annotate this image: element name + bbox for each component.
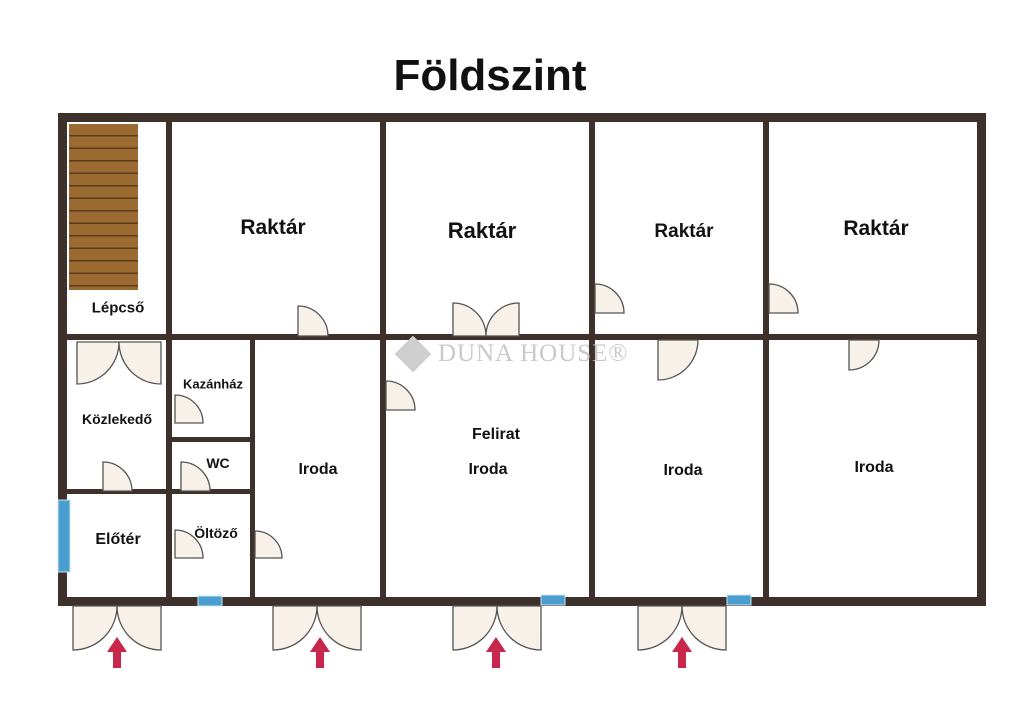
wall: [58, 489, 255, 494]
room-label-iroda-4: Iroda: [854, 459, 894, 476]
door-icon: [452, 605, 498, 651]
door-icon: [452, 302, 487, 337]
room-label-iroda-1: Iroda: [298, 461, 338, 478]
door-icon: [385, 380, 416, 411]
staircase: [69, 124, 138, 290]
door-icon: [118, 341, 162, 385]
entrance-arrow-icon: [107, 637, 127, 668]
door-icon: [174, 529, 204, 559]
window-icon: [540, 594, 566, 606]
watermark: DUNA HOUSE®: [394, 335, 629, 373]
door-icon: [116, 605, 162, 651]
room-label-raktar-4: Raktár: [843, 217, 909, 240]
room-label-felirat: Felirat: [471, 426, 521, 443]
room-label-raktar-1: Raktár: [240, 216, 306, 239]
door-icon: [76, 341, 120, 385]
door-icon: [180, 461, 211, 492]
wall: [58, 334, 986, 340]
room-label-eloter: Előtér: [95, 531, 141, 548]
page-title: Földszint: [393, 51, 587, 100]
door-icon: [848, 339, 880, 371]
room-label-iroda-2: Iroda: [468, 461, 508, 478]
entrance-arrow-icon: [672, 637, 692, 668]
room-label-kazanhaz: Kazánház: [183, 376, 243, 392]
room-label-raktar-2: Raktár: [447, 218, 517, 243]
door-icon: [174, 394, 204, 424]
room-label-iroda-3: Iroda: [663, 462, 703, 479]
door-icon: [485, 302, 520, 337]
wall: [166, 113, 172, 606]
room-label-kozlekedo: Közlekedő: [81, 411, 153, 427]
door-icon: [637, 605, 683, 651]
room-label-raktar-3: Raktár: [654, 221, 714, 242]
door-icon: [594, 283, 625, 314]
wall-left: [58, 113, 67, 606]
wall: [589, 113, 595, 606]
door-icon: [316, 605, 362, 651]
window-icon: [726, 594, 752, 606]
door-icon: [496, 605, 542, 651]
wall: [380, 113, 386, 606]
room-label-oltozo: Öltöző: [194, 525, 238, 541]
wall: [250, 334, 255, 606]
door-icon: [681, 605, 727, 651]
room-label-lepcso: Lépcső: [91, 299, 145, 317]
wall: [763, 113, 769, 606]
door-icon: [657, 339, 699, 381]
window-icon: [57, 499, 71, 573]
door-icon: [768, 283, 799, 314]
room-label-wc: WC: [206, 455, 230, 471]
wall-top: [58, 113, 986, 122]
door-icon: [102, 461, 133, 492]
door-icon: [272, 605, 318, 651]
door-icon: [254, 530, 283, 559]
window-icon: [197, 595, 223, 607]
watermark-text: DUNA HOUSE®: [438, 340, 629, 367]
door-icon: [297, 305, 329, 337]
wall: [166, 437, 255, 442]
wall-right: [977, 113, 986, 606]
entrance-arrow-icon: [310, 637, 330, 668]
door-icon: [72, 605, 118, 651]
wall-bottom: [58, 597, 986, 606]
entrance-arrow-icon: [486, 637, 506, 668]
